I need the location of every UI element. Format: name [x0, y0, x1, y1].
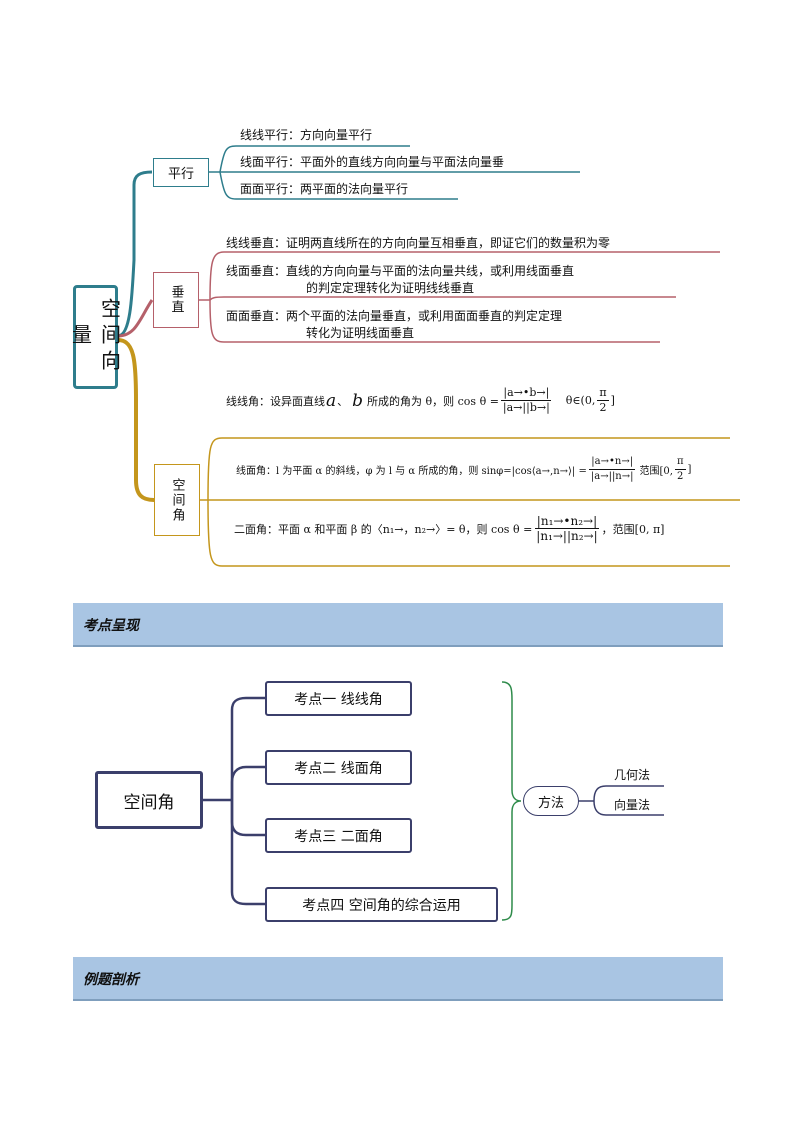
perp-item-2-line2: 的判定定理转化为证明线线垂直: [306, 281, 475, 295]
line-plane-range-end: ]: [687, 464, 692, 475]
line-plane-fraction: |a→•n→| |a→||n→|: [589, 455, 636, 484]
branch-perpendicular: 垂直: [153, 272, 199, 328]
line-plane-range-den: 2: [677, 471, 684, 482]
line-plane-range-fraction: π 2: [674, 455, 686, 484]
method-vector: 向量法: [614, 798, 651, 812]
formula-line-line: 线线角：设异面直线 a 、 b 所成的角为 θ，则 cos θ = |a→•b→…: [226, 386, 615, 415]
branch-parallel-label: 平行: [167, 167, 194, 182]
exam-point-2-label: 考点二 线面角: [294, 760, 383, 777]
dihedral-prefix: 二面角：平面 α 和平面 β 的〈n₁→，n₂→〉= θ，则 cos θ =: [234, 522, 533, 536]
section-title-examples: 例题剖析: [83, 972, 139, 988]
concept-root-label: 空间角: [123, 792, 175, 813]
line-plane-num: |a→•n→|: [589, 455, 636, 470]
line-line-a: a: [326, 390, 337, 411]
line-line-mid: 所成的角为 θ，则 cos θ =: [367, 394, 499, 408]
line-line-den: |a→||b→|: [502, 401, 550, 414]
line-plane-range: 范围[0,: [639, 466, 673, 477]
branch-space-angle: 空间角: [154, 464, 200, 536]
section-title-exam-points: 考点呈现: [83, 618, 139, 634]
perp-item-2-line1: 线面垂直：直线的方向向量与平面的法向量共线，或利用线面垂直: [226, 264, 575, 278]
perp-item-1: 线线垂直：证明两直线所在的方向向量互相垂直，即证它们的数量积为零: [226, 236, 611, 250]
line-plane-prefix: 线面角：l 为平面 α 的斜线，φ 为 l 与 α 所成的角，则 sinφ=|c…: [236, 466, 587, 477]
formula-line-plane: 线面角：l 为平面 α 的斜线，φ 为 l 与 α 所成的角，则 sinφ=|c…: [236, 455, 691, 484]
line-line-num: |a→•b→|: [501, 386, 552, 401]
branch-parallel: 平行: [153, 158, 209, 187]
formula-dihedral: 二面角：平面 α 和平面 β 的〈n₁→，n₂→〉= θ，则 cos θ = |…: [234, 514, 664, 543]
exam-point-3: 考点三 二面角: [265, 818, 412, 853]
dihedral-range: ，范围[0, π]: [601, 522, 665, 536]
method-node-label: 方法: [537, 795, 564, 811]
line-line-range-end: ]: [610, 394, 615, 407]
dihedral-den: |n₁→||n₂→|: [536, 529, 598, 543]
line-plane-range-num: π: [674, 455, 686, 470]
line-line-range-num: π: [597, 386, 609, 401]
method-geometric: 几何法: [614, 768, 651, 782]
mindmap-root-label: 空间向量: [68, 298, 122, 376]
line-line-prefix: 线线角：设异面直线: [226, 394, 325, 408]
exam-point-4: 考点四 空间角的综合运用: [265, 887, 498, 922]
exam-point-2: 考点二 线面角: [265, 750, 412, 785]
dihedral-fraction: |n₁→•n₂→| |n₁→||n₂→|: [534, 514, 600, 543]
line-line-sep: 、: [337, 394, 349, 408]
branch-space-angle-label: 空间角: [169, 477, 185, 523]
parallel-item-3: 面面平行：两平面的法向量平行: [240, 182, 409, 196]
parallel-item-2: 线面平行：平面外的直线方向向量与平面法向量垂: [240, 155, 505, 169]
mindmap-root: 空间向量: [69, 285, 122, 389]
line-line-fraction: |a→•b→| |a→||b→|: [501, 386, 552, 415]
line-line-b: b: [352, 390, 364, 411]
line-line-range: θ∈(0,: [565, 394, 596, 407]
method-node: 方法: [523, 786, 579, 816]
exam-point-1: 考点一 线线角: [265, 681, 412, 716]
line-line-range-fraction: π 2: [597, 386, 609, 415]
section-banner-examples: 例题剖析: [73, 957, 723, 1001]
branch-perpendicular-label: 垂直: [168, 285, 184, 315]
dihedral-num: |n₁→•n₂→|: [534, 514, 600, 529]
exam-point-3-label: 考点三 二面角: [294, 828, 383, 845]
line-line-range-den: 2: [599, 401, 607, 414]
parallel-item-1: 线线平行：方向向量平行: [240, 128, 373, 142]
perp-item-3-line2: 转化为证明线面垂直: [306, 326, 415, 340]
section-banner-exam-points: 考点呈现: [73, 603, 723, 647]
exam-point-4-label: 考点四 空间角的综合运用: [302, 897, 461, 914]
line-plane-den: |a→||n→|: [590, 471, 634, 482]
perp-item-3-line1: 面面垂直：两个平面的法向量垂直，或利用面面垂直的判定定理: [226, 309, 563, 323]
concept-root: 空间角: [95, 771, 203, 829]
exam-point-1-label: 考点一 线线角: [294, 691, 383, 708]
